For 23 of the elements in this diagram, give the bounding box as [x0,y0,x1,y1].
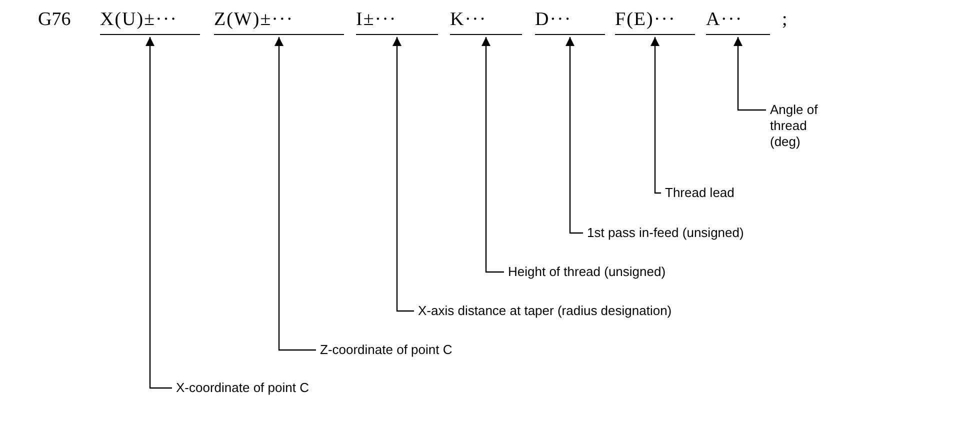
parameter-description: X-coordinate of point C [176,380,309,396]
command-word: F(E)··· [615,6,695,35]
command-word: K··· [450,6,522,35]
leader-arrow [566,37,583,234]
parameter-description: Angle of thread (deg) [770,102,840,150]
command-word: I±··· [356,6,438,35]
parameter-description: Thread lead [665,185,734,201]
leader-arrow [392,37,414,312]
parameter-description: X-axis distance at taper (radius designation) [418,303,672,319]
leader-arrow [146,37,172,389]
command-word: X(U)±··· [100,6,200,35]
leader-arrow [734,37,766,111]
parameter-description: 1st pass in-feed (unsigned) [587,225,744,241]
end-of-block-mark: ; [782,8,788,32]
command-word: Z(W)±··· [214,6,344,35]
parameter-description: Height of thread (unsigned) [508,264,666,280]
command-word: D··· [535,6,605,35]
parameter-description: Z-coordinate of point C [320,342,452,358]
command-code: G76 [38,8,71,32]
command-word: A··· [706,6,770,35]
leader-arrow [650,37,661,194]
leader-arrow [482,37,504,273]
leader-arrow [274,37,316,351]
